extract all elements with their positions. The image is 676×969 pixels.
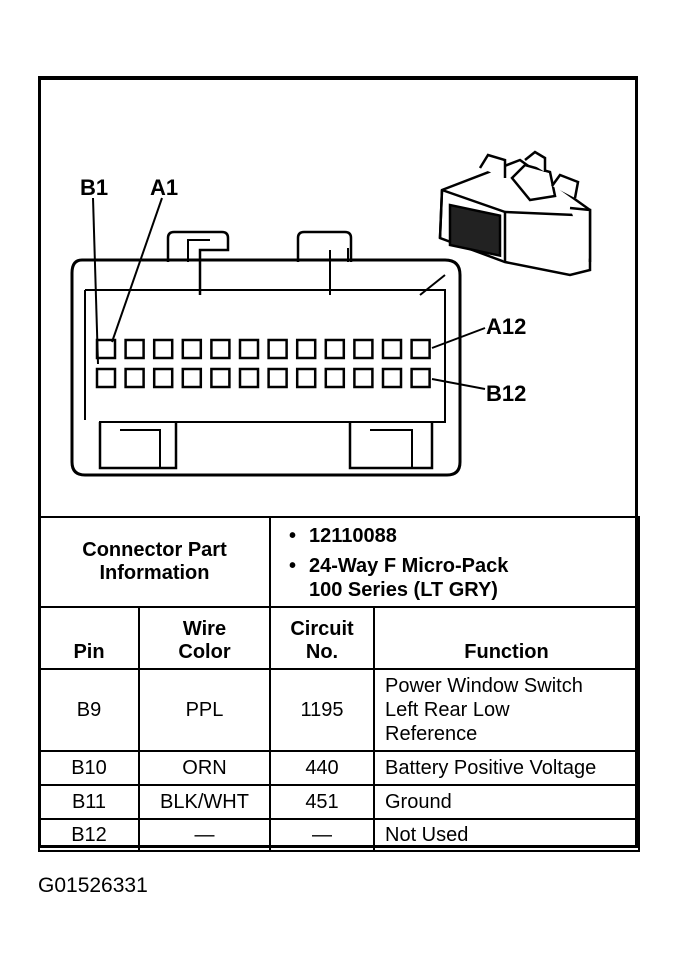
part-number: 12110088 — [309, 525, 397, 547]
function-line: Ground — [385, 791, 452, 813]
table-header-row: Pin Wire Color Circuit No. Function — [38, 606, 641, 670]
pin-cavity-a12 — [410, 338, 431, 360]
pin-cavity-a4 — [181, 338, 203, 360]
cell-circuit: 440 — [269, 750, 375, 786]
pin-cavity-a11 — [381, 338, 403, 360]
cell-wire-color: ORN — [138, 750, 271, 786]
cell-wire-color: PPL — [138, 668, 271, 752]
figure-caption: G01526331 — [38, 874, 148, 897]
pin-cavity-a2 — [124, 338, 145, 360]
part-info-label-line2: Information — [99, 562, 210, 584]
pin-cavity-a1 — [95, 338, 117, 360]
pin-cavity-b4 — [181, 367, 203, 389]
cell-pin: B12 — [38, 818, 140, 852]
function-line: Battery Positive Voltage — [385, 757, 597, 779]
function-line: Not Used — [385, 824, 469, 846]
connector-face — [70, 230, 462, 477]
pin-cavity-b7 — [267, 367, 288, 389]
part-description-line1: 24-Way F Micro-Pack — [309, 555, 509, 577]
part-info-details: •12110088 •24-Way F Micro-Pack 100 Serie… — [268, 516, 641, 608]
header-wire-color-line1: Wire — [182, 618, 227, 640]
header-circuit-line2: No. — [305, 641, 339, 663]
cell-pin: B11 — [38, 784, 140, 820]
pin-cavity-b2 — [124, 367, 145, 389]
cell-function: Not Used — [372, 818, 641, 852]
pin-cavity-b5 — [210, 367, 231, 389]
connector-info-table: Connector Part Information •12110088 •24… — [38, 516, 641, 852]
pin-cavity-b1 — [95, 367, 117, 389]
function-line: Power Window Switch — [385, 675, 583, 697]
label-b1: B1 — [80, 175, 108, 200]
cell-pin: B10 — [38, 750, 140, 786]
pin-cavities — [95, 338, 431, 389]
pin-cavity-b9 — [324, 367, 346, 389]
pin-cavity-a9 — [324, 338, 346, 360]
pin-cavity-a6 — [238, 338, 260, 360]
pin-cavity-a3 — [152, 338, 174, 360]
label-b12: B12 — [486, 381, 526, 406]
part-description-bullet: •24-Way F Micro-Pack — [289, 555, 509, 577]
cell-wire-color: — — [138, 818, 271, 852]
table-row: B12——Not Used — [38, 818, 641, 852]
header-wire-color-line2: Color — [178, 641, 231, 663]
function-line: Reference — [385, 723, 478, 745]
header-wire-color: Wire Color — [138, 606, 271, 670]
part-info-label-line1: Connector Part — [82, 539, 227, 561]
part-number-bullet: •12110088 — [289, 525, 397, 547]
pin-cavity-b10 — [353, 367, 374, 389]
pin-cavity-b8 — [295, 367, 317, 389]
label-a12: A12 — [486, 314, 526, 339]
cell-wire-color: BLK/WHT — [138, 784, 271, 820]
cell-function: Battery Positive Voltage — [372, 750, 641, 786]
pin-cavity-b12 — [410, 367, 431, 389]
pin-cavity-a7 — [267, 338, 288, 360]
part-description-line2: 100 Series (LT GRY) — [309, 579, 498, 601]
connector-perspective-sketch — [438, 150, 592, 277]
pin-cavity-b3 — [152, 367, 174, 389]
label-a1: A1 — [150, 175, 178, 200]
cell-function: Ground — [372, 784, 641, 820]
cell-circuit: 1195 — [269, 668, 375, 752]
pin-cavity-b6 — [238, 367, 260, 389]
pin-cavity-a5 — [210, 338, 231, 360]
header-circuit-line1: Circuit — [290, 618, 354, 640]
cell-pin: B9 — [38, 668, 140, 752]
cell-circuit: — — [269, 818, 375, 852]
cell-circuit: 451 — [269, 784, 375, 820]
leader-lines — [92, 197, 486, 390]
header-pin: Pin — [38, 606, 140, 670]
part-info-row: Connector Part Information •12110088 •24… — [38, 516, 641, 608]
pin-cavity-a10 — [353, 338, 374, 360]
part-info-label: Connector Part Information — [38, 516, 271, 608]
header-circuit: Circuit No. — [269, 606, 375, 670]
header-function: Function — [372, 606, 641, 670]
pin-cavity-a8 — [295, 338, 317, 360]
pin-cavity-b11 — [381, 367, 403, 389]
function-line: Left Rear Low — [385, 699, 510, 721]
connector-diagram: B1 A1 A12 B12 — [70, 150, 592, 477]
